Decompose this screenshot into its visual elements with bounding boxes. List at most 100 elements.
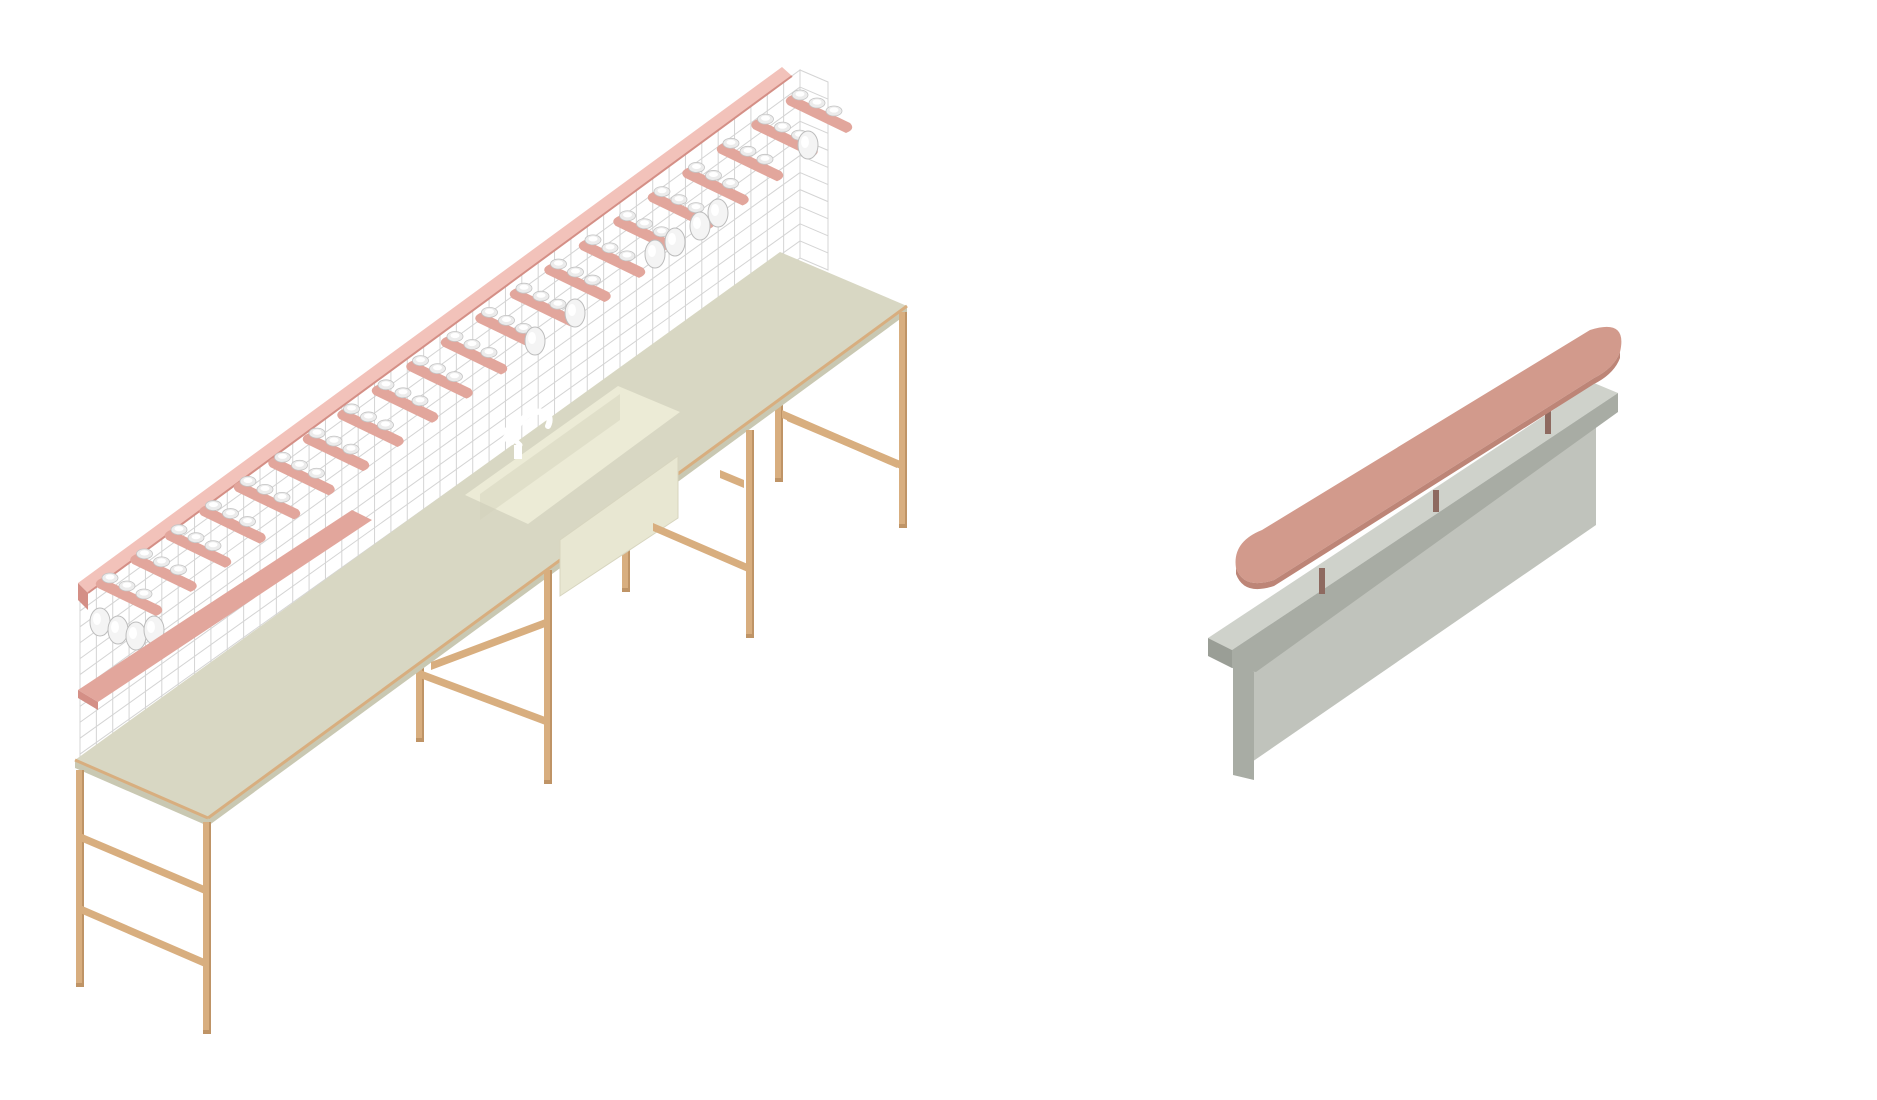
faucet bbox=[509, 408, 553, 445]
leg-foot bbox=[746, 634, 754, 638]
cup-rim bbox=[208, 542, 218, 548]
cup-row bbox=[268, 451, 335, 496]
sink bbox=[465, 386, 680, 597]
cup-rim bbox=[312, 469, 321, 475]
cup-rim bbox=[553, 300, 563, 306]
cup-row bbox=[406, 355, 473, 399]
countertop-front-edge bbox=[208, 306, 907, 826]
cup-rim bbox=[243, 517, 252, 524]
pod-highlight bbox=[711, 204, 719, 216]
cup-rim bbox=[381, 381, 391, 387]
cup-shelf bbox=[302, 433, 370, 472]
cup-rim bbox=[243, 477, 253, 483]
cup-shelf bbox=[268, 457, 335, 496]
cup-rim bbox=[502, 316, 511, 322]
cup-rim bbox=[692, 163, 701, 170]
support-post bbox=[1433, 490, 1439, 512]
cup-rim bbox=[174, 526, 184, 532]
cup-row bbox=[302, 427, 370, 472]
timber-rail bbox=[720, 470, 744, 488]
cup-rim bbox=[709, 171, 718, 178]
cup-shelf bbox=[716, 143, 784, 182]
cup-rim bbox=[588, 276, 597, 282]
cup-rim bbox=[209, 501, 218, 508]
sink-inner-shadow bbox=[480, 394, 620, 520]
cup-rim bbox=[795, 91, 805, 97]
tile-line bbox=[799, 240, 829, 254]
cup-rim bbox=[364, 413, 373, 419]
timber-leg-shade bbox=[628, 530, 630, 590]
tile-line bbox=[79, 206, 801, 723]
leg-foot bbox=[899, 524, 907, 528]
cup-rim bbox=[674, 196, 684, 202]
pod-highlight bbox=[648, 245, 656, 257]
timber-legs-front bbox=[76, 312, 907, 1034]
leg-foot bbox=[76, 983, 84, 987]
pod-highlight bbox=[693, 217, 701, 229]
faucet-base bbox=[514, 445, 522, 459]
cup-rim bbox=[191, 534, 201, 540]
countertop-trim bbox=[207, 304, 908, 820]
countertop-side-edge bbox=[75, 760, 208, 826]
cup-rim bbox=[691, 204, 701, 210]
timber-leg-shade bbox=[82, 770, 84, 985]
cup-rim bbox=[467, 340, 477, 347]
cup-rim bbox=[260, 485, 270, 491]
leg-foot bbox=[622, 588, 630, 592]
cup-rim bbox=[312, 429, 322, 435]
cup-rim bbox=[812, 99, 822, 105]
cup-rim bbox=[760, 155, 770, 161]
timber-leg bbox=[746, 430, 754, 636]
tile-line bbox=[79, 86, 801, 612]
cup-shelf bbox=[130, 553, 197, 592]
cup-rim bbox=[484, 348, 494, 355]
tile-line bbox=[79, 137, 801, 660]
cup-row bbox=[544, 258, 611, 303]
cup-rim bbox=[519, 324, 528, 330]
cup-rim bbox=[623, 212, 632, 218]
cup-row bbox=[682, 162, 749, 206]
timber-leg bbox=[775, 400, 783, 480]
cup-rim bbox=[622, 252, 632, 258]
timber-rail bbox=[431, 618, 548, 670]
cup-rim bbox=[174, 566, 183, 572]
pod-highlight bbox=[668, 233, 676, 245]
tile-line bbox=[79, 172, 801, 691]
cup-shelf bbox=[578, 239, 646, 278]
timber-rail bbox=[653, 523, 750, 573]
cup-row bbox=[716, 137, 784, 182]
cup-rim bbox=[657, 228, 666, 234]
pod-highlight bbox=[93, 613, 101, 625]
tile-line bbox=[799, 120, 829, 134]
pod-highlight bbox=[147, 621, 155, 633]
pod-highlight bbox=[111, 621, 119, 633]
cup-rim bbox=[347, 405, 356, 411]
cup-rim bbox=[536, 292, 546, 298]
pod-highlight bbox=[528, 332, 536, 344]
cup-row bbox=[130, 548, 197, 592]
top-strip-end bbox=[78, 583, 88, 610]
cup-rim bbox=[778, 123, 787, 129]
lower-shelf-top bbox=[78, 510, 372, 702]
cup-rim bbox=[329, 437, 339, 443]
cup-row bbox=[199, 500, 266, 544]
countertop-trim-side bbox=[74, 758, 209, 820]
cup-rim bbox=[657, 188, 667, 194]
cup-row bbox=[95, 572, 163, 616]
cup-row bbox=[578, 234, 646, 278]
cup-rim bbox=[277, 493, 287, 499]
lower-shelf bbox=[78, 510, 372, 710]
tile-line bbox=[79, 223, 801, 739]
cup-shelf bbox=[164, 529, 232, 568]
lower-shelf-end bbox=[78, 690, 98, 710]
cup-rim bbox=[398, 389, 408, 395]
tiled-backsplash bbox=[79, 69, 829, 771]
cup-row bbox=[164, 524, 232, 568]
cup-row bbox=[785, 89, 853, 133]
timber-leg-shade bbox=[550, 570, 552, 782]
support-post bbox=[1545, 410, 1551, 434]
cup-rim bbox=[122, 582, 132, 588]
bar-body-end bbox=[1233, 663, 1254, 780]
leg-foot bbox=[203, 1030, 211, 1034]
timber-leg bbox=[203, 822, 211, 1032]
